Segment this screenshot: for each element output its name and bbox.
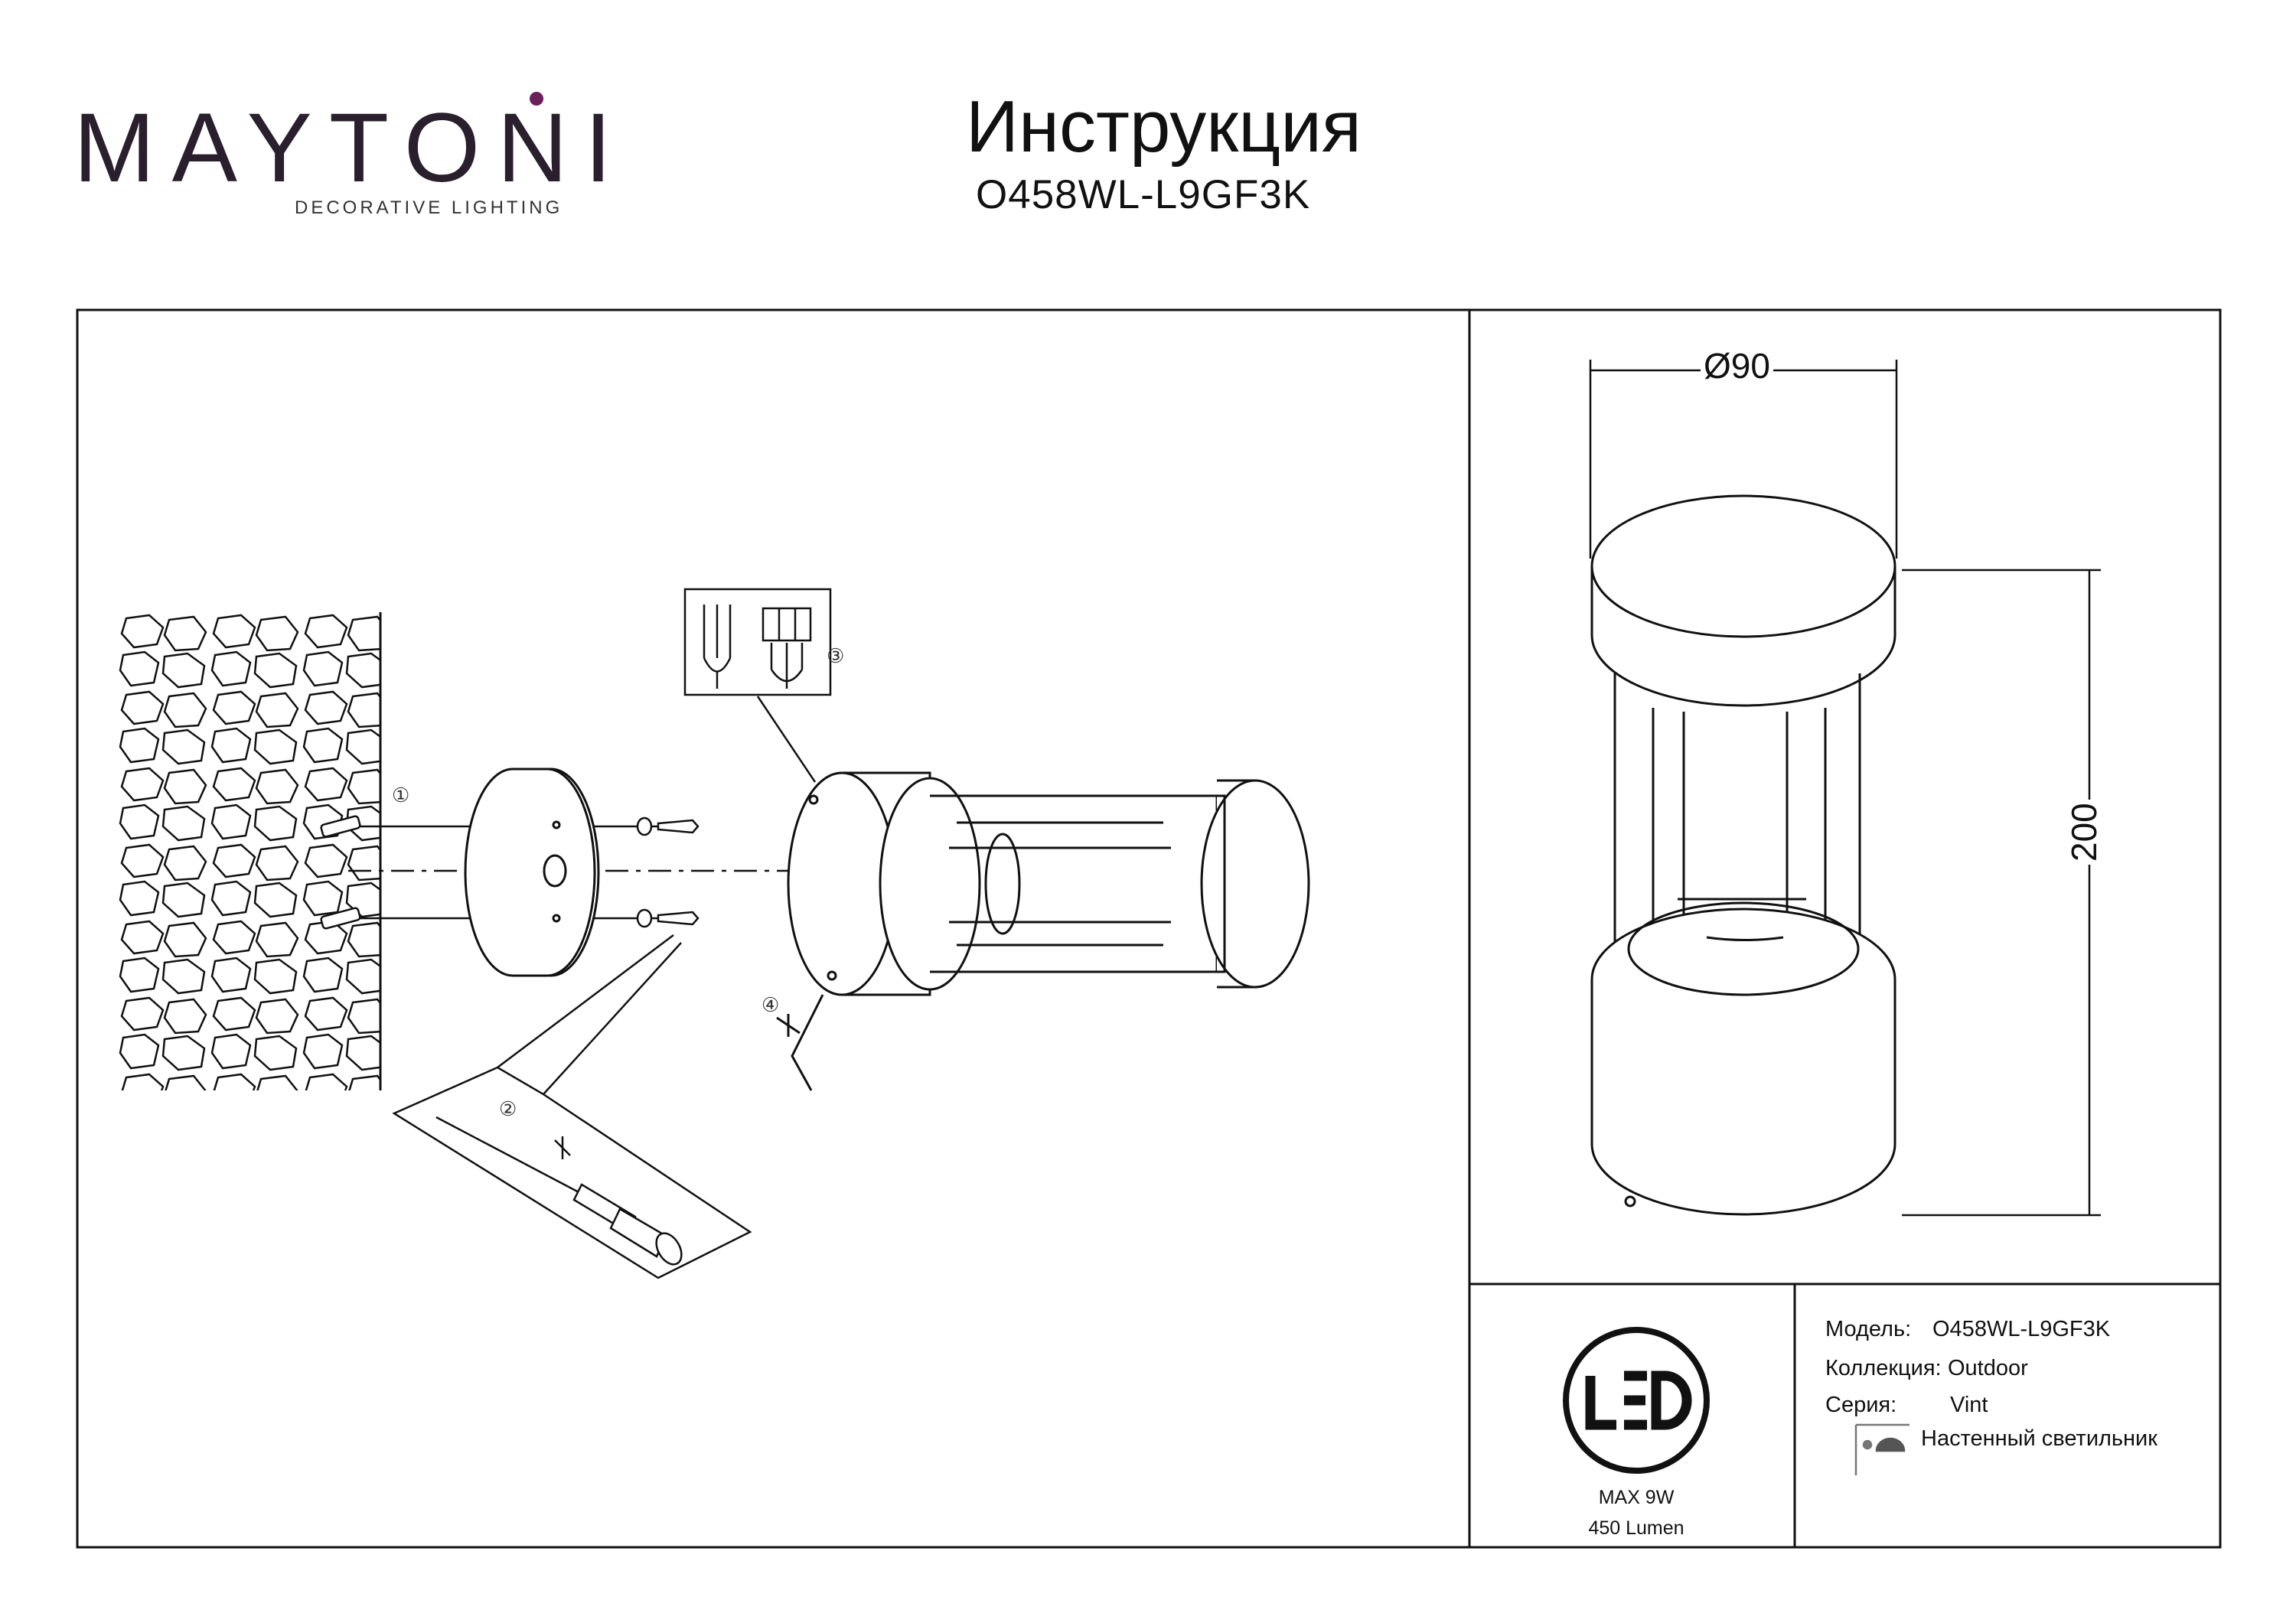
spec-series-label: Серия: <box>1825 1393 1897 1417</box>
spec-collection-value: Outdoor <box>1948 1356 2028 1380</box>
brand-tagline: DECORATIVE LIGHTING <box>295 197 563 218</box>
step-4-label: ④ <box>762 993 780 1016</box>
wall-illustration <box>119 612 382 1090</box>
drawing-frame <box>76 308 2222 1549</box>
spec-type-value: Настенный светильник <box>1921 1426 2157 1451</box>
dimension-drawing <box>1590 494 1896 1216</box>
model-number: O458WL-L9GF3K <box>976 172 1311 217</box>
wall-lamp-icon <box>1854 1423 1910 1475</box>
spec-series-value: Vint <box>1950 1393 1988 1417</box>
logo-accent-dot <box>530 92 543 106</box>
lumen-rating: 450 Lumen <box>1588 1517 1684 1539</box>
brand-logo: MAYTONI <box>73 93 629 203</box>
wiring-diagram <box>683 588 832 783</box>
screws <box>636 816 700 928</box>
mounting-plate <box>464 768 600 977</box>
page-title: Инструкция <box>966 86 1362 168</box>
dimension-lines <box>1589 360 2101 1217</box>
screwdriver-callout <box>392 934 752 1279</box>
spec-model-value: O458WL-L9GF3K <box>1932 1317 2111 1341</box>
diameter-dimension: Ø90 <box>1701 348 1773 383</box>
step-1-label: ① <box>392 784 410 807</box>
led-icon <box>1585 1370 1692 1430</box>
spec-model-label: Модель: <box>1825 1317 1912 1341</box>
wall-plugs <box>320 815 361 930</box>
step-2-label: ② <box>499 1097 517 1120</box>
allen-key <box>776 994 824 1091</box>
spec-collection-label: Коллекция: <box>1825 1356 1942 1380</box>
step-3-label: ③ <box>827 644 845 667</box>
power-rating: MAX 9W <box>1598 1487 1675 1508</box>
led-badge-circle <box>1563 1327 1710 1474</box>
luminaire-side-view <box>787 771 1310 996</box>
height-dimension: 200 <box>2064 800 2104 865</box>
